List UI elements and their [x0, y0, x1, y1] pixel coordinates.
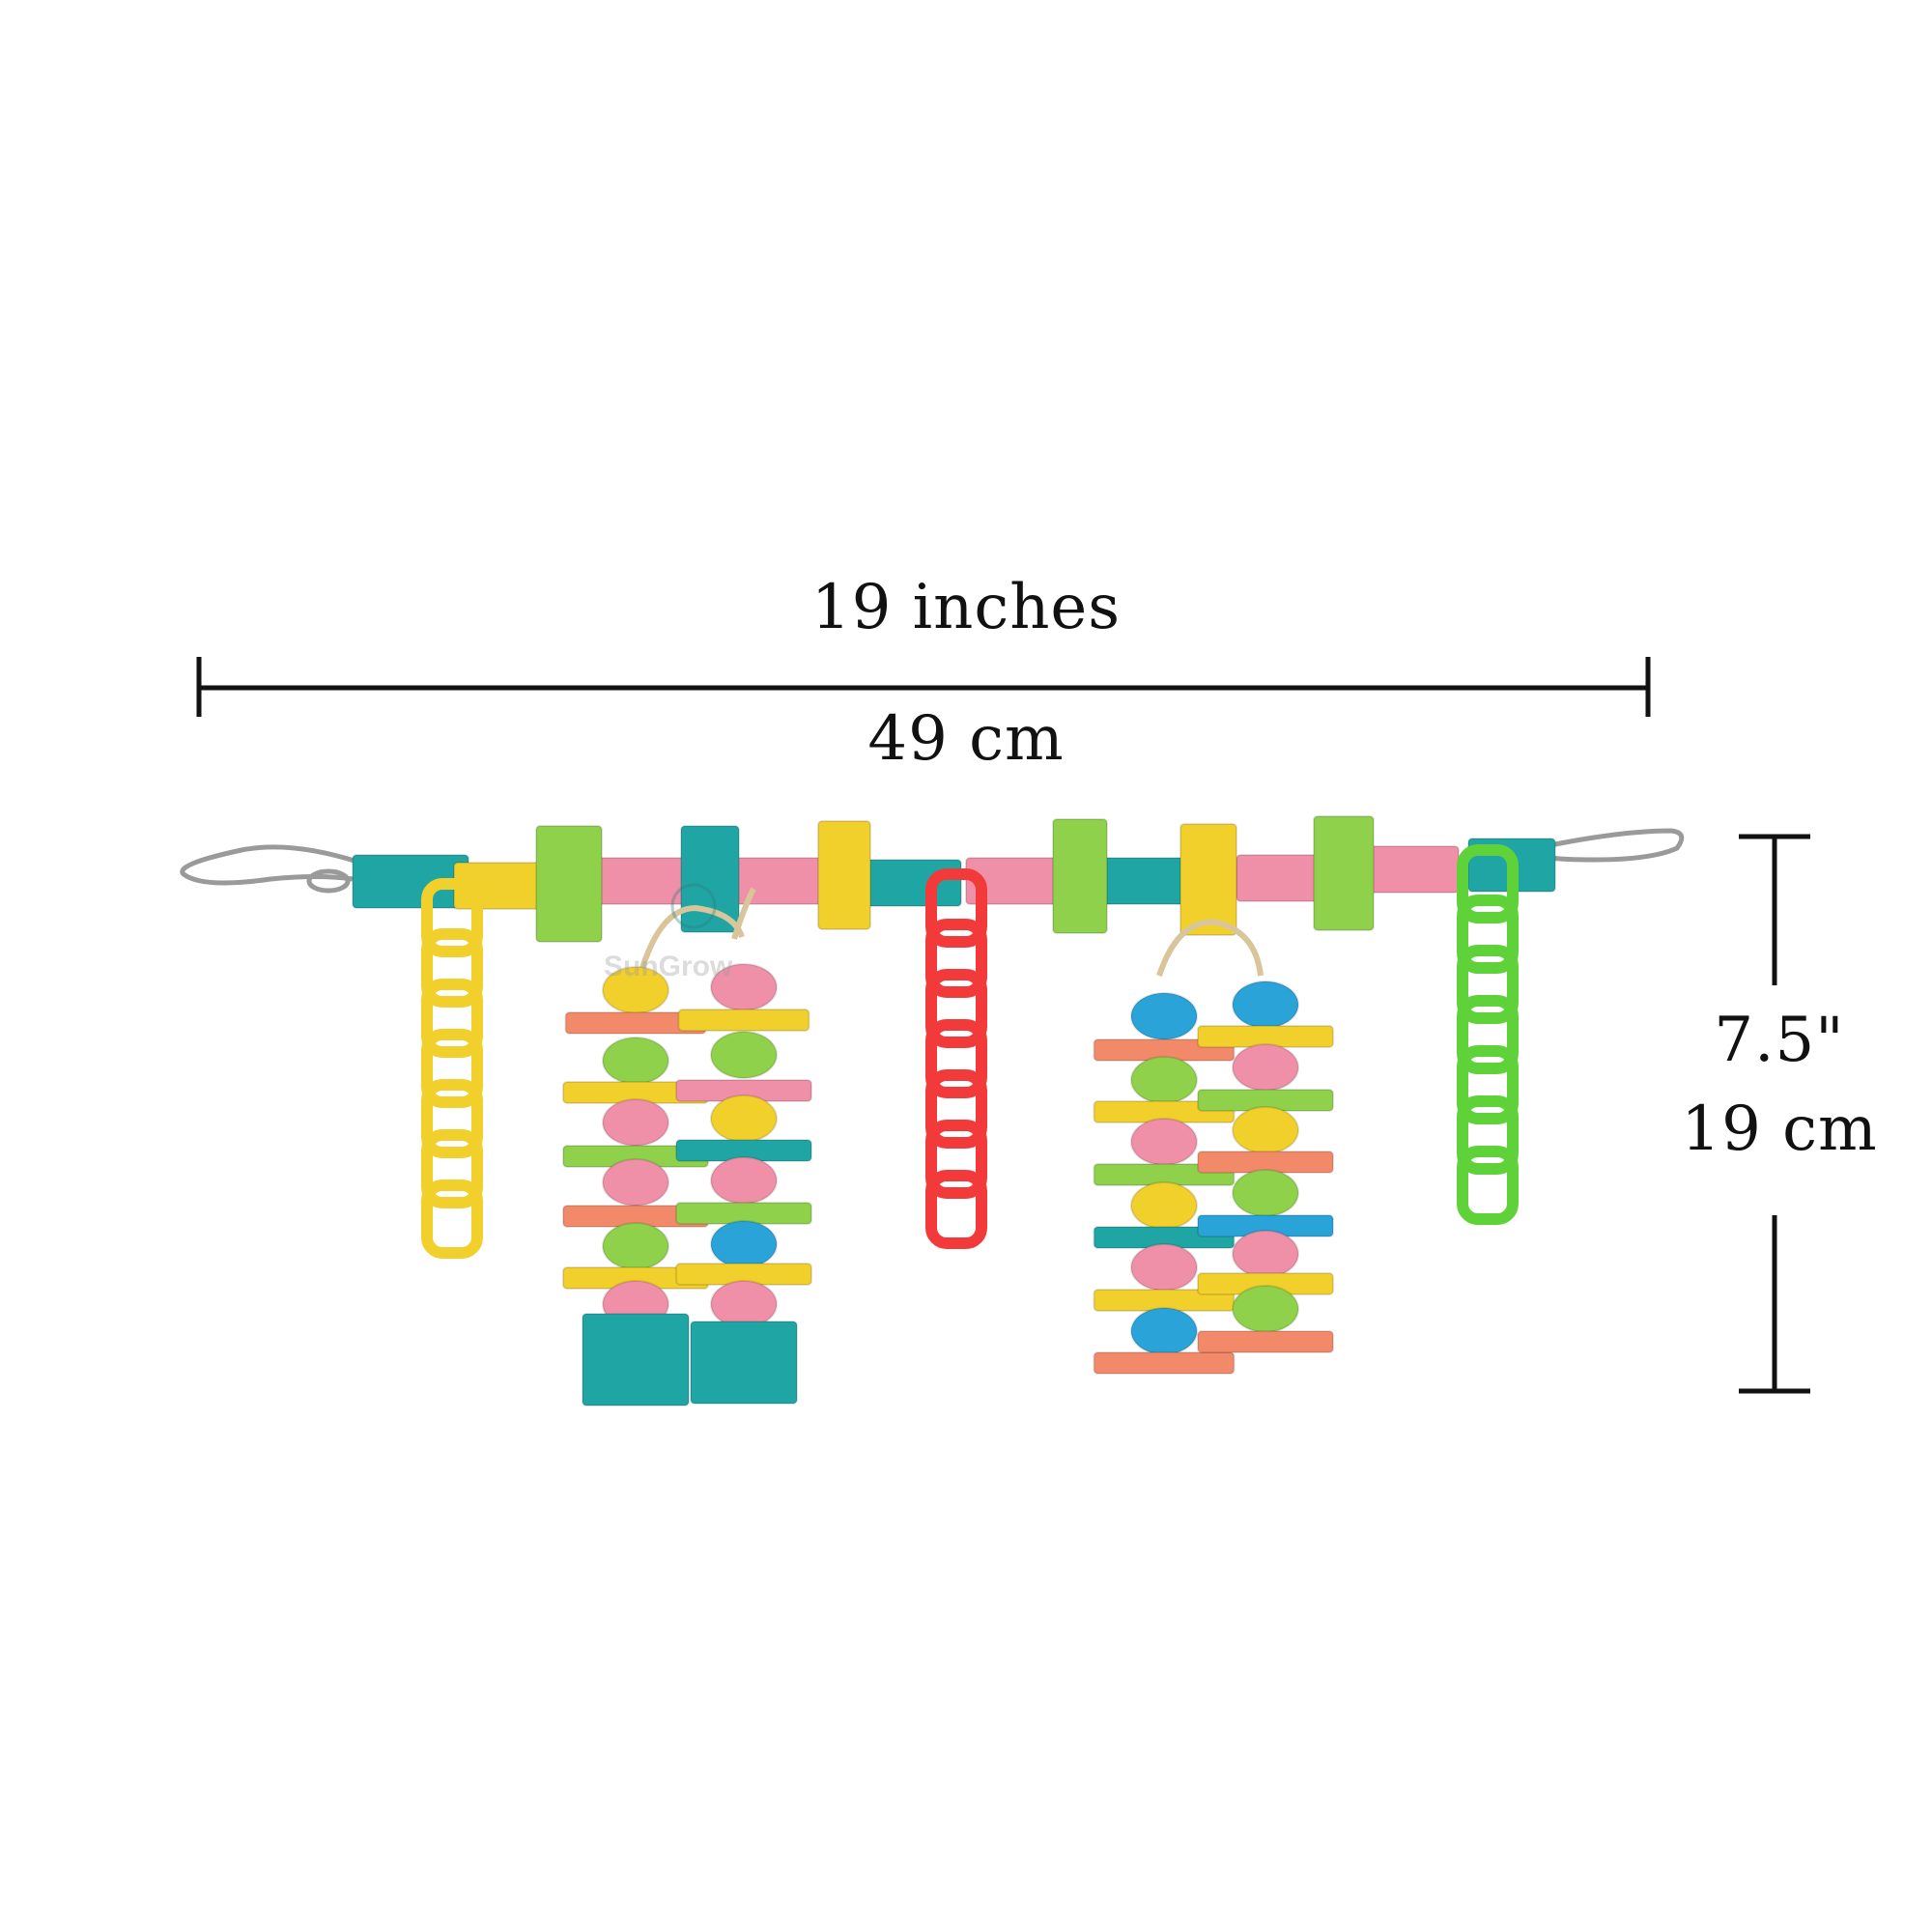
chain-link	[925, 919, 987, 998]
bead	[1232, 1043, 1299, 1092]
chain-link	[925, 1069, 987, 1149]
chain-link	[421, 1129, 483, 1208]
chain-link	[421, 878, 483, 957]
bead	[1232, 1106, 1299, 1154]
chain-link	[1457, 895, 1519, 974]
bead	[602, 1158, 669, 1207]
bar-block	[817, 820, 871, 930]
bead	[1130, 1243, 1198, 1292]
bar-block	[1052, 818, 1108, 934]
bead	[602, 1222, 669, 1270]
bead	[602, 1098, 669, 1147]
chain-link	[1457, 1146, 1519, 1225]
chain-link	[925, 1120, 987, 1199]
bar-strip	[1366, 845, 1460, 894]
chain-link	[421, 928, 483, 1008]
bar-strip	[864, 859, 962, 907]
sungrow-watermark-logo: SunGrow	[604, 883, 733, 982]
bar-block	[1179, 823, 1237, 936]
right-hook-icon	[1549, 828, 1685, 863]
rope-loops	[635, 887, 1264, 986]
bead	[1130, 1056, 1198, 1104]
bar-strip	[1095, 857, 1194, 905]
width-cm-label: 49 cm	[867, 703, 1065, 775]
bead	[1130, 1307, 1198, 1355]
bead	[710, 1156, 778, 1205]
width-dimension-line	[196, 657, 1651, 717]
chain-link	[1457, 1045, 1519, 1124]
chain-link	[421, 1079, 483, 1158]
bead	[1130, 1181, 1198, 1230]
bead	[602, 1037, 669, 1085]
bead	[710, 1031, 778, 1079]
bead	[1232, 1285, 1299, 1333]
bead	[1232, 980, 1299, 1029]
red-chain	[925, 868, 987, 1249]
chain-link	[1457, 1095, 1519, 1175]
yellow-chain	[421, 878, 483, 1259]
height-inches-label: 7.5"	[1714, 1005, 1845, 1076]
wood-slat	[690, 1321, 798, 1405]
wood-slat	[582, 1313, 690, 1406]
chain-link	[1457, 844, 1519, 923]
left-bead-stack	[562, 963, 812, 1406]
wood-slat	[1093, 1351, 1236, 1375]
chain-link	[925, 1170, 987, 1249]
left-hook-icon	[180, 844, 358, 894]
wood-slat	[1197, 1330, 1334, 1353]
svg-text:SunGrow: SunGrow	[604, 951, 733, 982]
bead	[710, 1280, 778, 1328]
green-chain	[1457, 844, 1519, 1225]
width-inches-label: 19 inches	[810, 572, 1122, 643]
chain-link	[925, 969, 987, 1048]
bead	[1130, 992, 1198, 1040]
bar-block	[535, 825, 603, 943]
chain-link	[925, 868, 987, 948]
chain-link	[421, 1029, 483, 1108]
bar-strip	[588, 857, 696, 905]
bead	[1130, 1118, 1198, 1166]
chain-link	[1457, 945, 1519, 1024]
chain-link	[421, 979, 483, 1058]
bead	[710, 1094, 778, 1143]
bead	[1232, 1230, 1299, 1278]
chain-link	[925, 1019, 987, 1098]
right-bead-stack	[1093, 980, 1334, 1375]
chain-link	[1457, 995, 1519, 1074]
chain-link	[421, 1179, 483, 1259]
bead	[1232, 1169, 1299, 1217]
wood-slat	[677, 1009, 810, 1032]
height-dimension-line	[1739, 834, 1810, 1394]
bead	[710, 1220, 778, 1268]
height-cm-label: 19 cm	[1681, 1094, 1878, 1165]
bar-block	[680, 825, 740, 933]
bar-block	[1313, 815, 1375, 931]
